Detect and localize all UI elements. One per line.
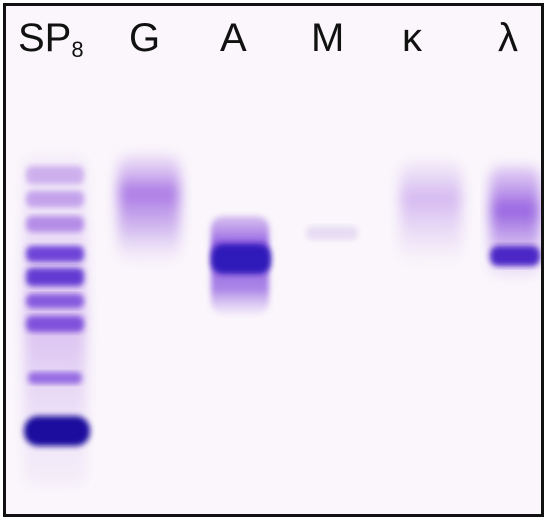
sp8-band (26, 191, 84, 207)
gel-lanes (24, 154, 540, 486)
lane-m (306, 226, 358, 240)
lane-label-lambda: λ (498, 16, 518, 60)
sp8-band (26, 216, 84, 232)
lane-kappa (400, 161, 462, 266)
lane-label-g: G (129, 16, 161, 60)
lambda-band-monoclonal (490, 246, 540, 266)
sp8-band-albumin (24, 416, 90, 446)
sp8-band (26, 166, 84, 184)
lane-label-a: A (220, 16, 247, 60)
lane-g (118, 154, 180, 264)
electrophoresis-gel: SP8 G A M κ λ (3, 3, 544, 517)
sp8-band (26, 246, 84, 262)
sp8-band (28, 372, 82, 384)
lane-label-kappa: κ (402, 16, 422, 60)
a-band-monoclonal (211, 244, 271, 274)
lane-lambda (490, 166, 540, 276)
lane-label-m: M (311, 16, 345, 60)
lane-label-sp8: SP8 (18, 16, 84, 62)
lane-sp8 (24, 156, 90, 486)
lane-a (211, 216, 271, 314)
sp8-band (26, 268, 84, 286)
kappa-smear (400, 161, 462, 266)
sp8-band (26, 294, 84, 308)
g-smear (118, 154, 180, 264)
m-faint-band (306, 226, 358, 240)
sp8-band (26, 316, 84, 332)
